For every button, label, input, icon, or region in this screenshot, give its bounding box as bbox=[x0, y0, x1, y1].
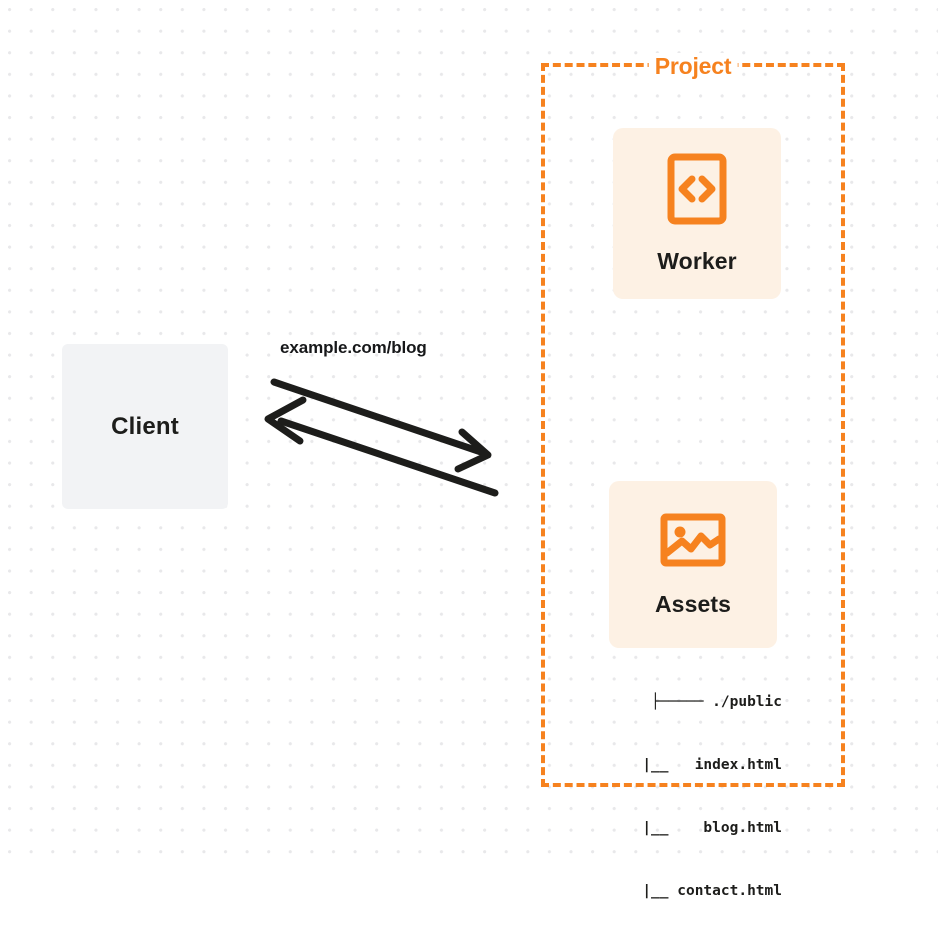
worker-node[interactable]: Worker bbox=[613, 128, 781, 299]
project-title: Project bbox=[648, 53, 738, 80]
file-tree-row: |__ blog.html bbox=[589, 820, 782, 836]
code-brackets-icon bbox=[667, 153, 727, 230]
diagram-canvas: Client example.com/blog Project Worker bbox=[0, 0, 938, 899]
request-arrow bbox=[270, 378, 492, 473]
assets-node[interactable]: Assets bbox=[609, 481, 777, 648]
worker-label: Worker bbox=[657, 247, 737, 274]
assets-file-tree: ├───── ./public |__ index.html |__ blog.… bbox=[588, 650, 782, 944]
file-tree-row: ├───── ./public bbox=[651, 694, 782, 710]
assets-label: Assets bbox=[654, 590, 732, 617]
file-tree-row: |__ index.html bbox=[589, 757, 782, 773]
request-url-label: example.com/blog bbox=[280, 338, 427, 357]
project-group: Project bbox=[541, 53, 845, 787]
image-icon bbox=[660, 512, 726, 573]
client-node[interactable]: Client bbox=[62, 344, 228, 509]
client-label: Client bbox=[111, 412, 179, 440]
file-tree-row: |__ contact.html bbox=[589, 883, 782, 899]
response-arrow bbox=[264, 396, 499, 497]
